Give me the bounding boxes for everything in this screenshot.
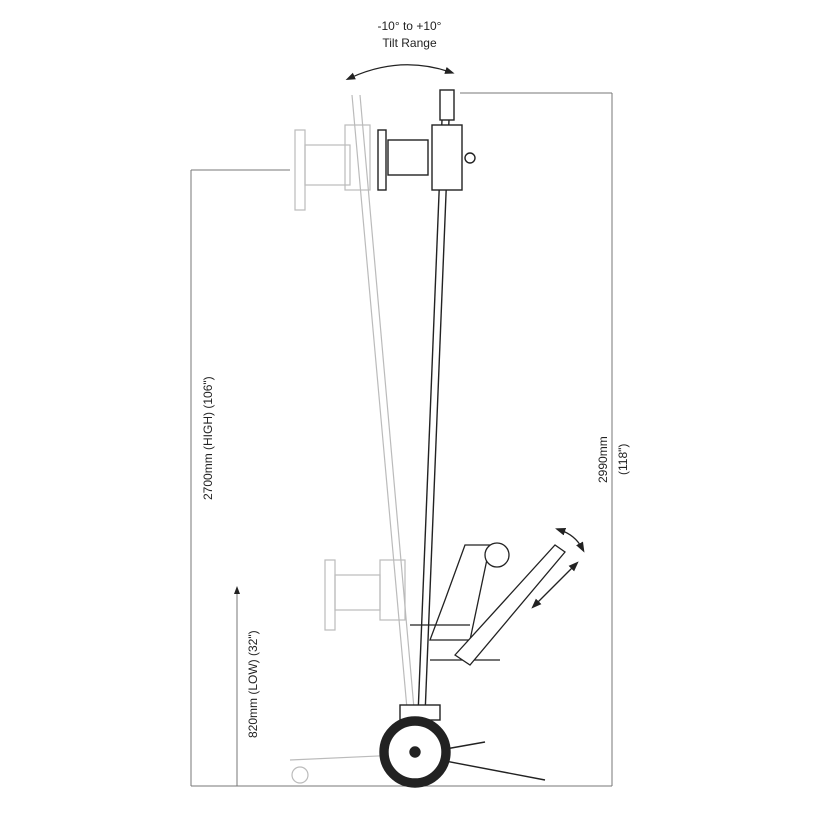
lift-mast — [377, 89, 476, 716]
ghost-positions — [289, 94, 416, 784]
tilt-arrow-icon — [345, 64, 455, 81]
tilt-range-label: Tilt Range — [382, 36, 437, 50]
winch-assembly — [410, 527, 585, 666]
dimension-lines — [190, 92, 613, 787]
tilt-range-value: -10° to +10° — [377, 19, 442, 33]
base-wheel — [379, 704, 546, 788]
